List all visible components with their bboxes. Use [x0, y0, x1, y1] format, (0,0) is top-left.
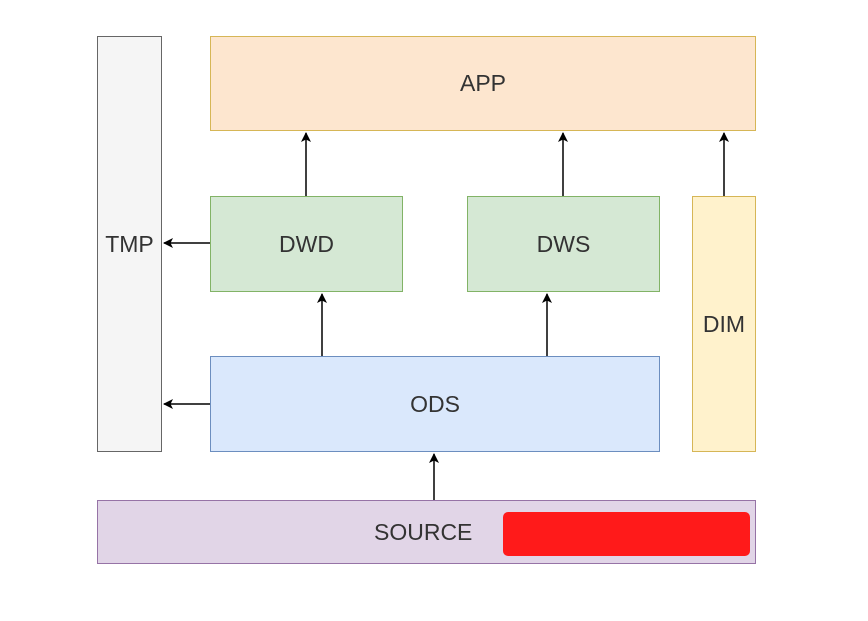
- ods-layer-label: ODS: [410, 390, 460, 417]
- dim-layer-label: DIM: [702, 310, 746, 337]
- tmp-layer-box: TMP: [97, 36, 162, 452]
- dim-layer-box: DIM: [692, 196, 756, 452]
- tmp-layer-label: TMP: [105, 230, 154, 257]
- dwd-layer-box: DWD: [210, 196, 403, 292]
- ods-layer-box: ODS: [210, 356, 660, 452]
- dws-layer-label: DWS: [536, 230, 591, 257]
- redaction-block: [503, 512, 750, 556]
- dwd-layer-label: DWD: [279, 230, 334, 257]
- app-layer-box: APP: [210, 36, 756, 131]
- app-layer-label: APP: [459, 70, 507, 96]
- dws-layer-box: DWS: [467, 196, 660, 292]
- source-layer-label: SOURCE: [374, 518, 473, 545]
